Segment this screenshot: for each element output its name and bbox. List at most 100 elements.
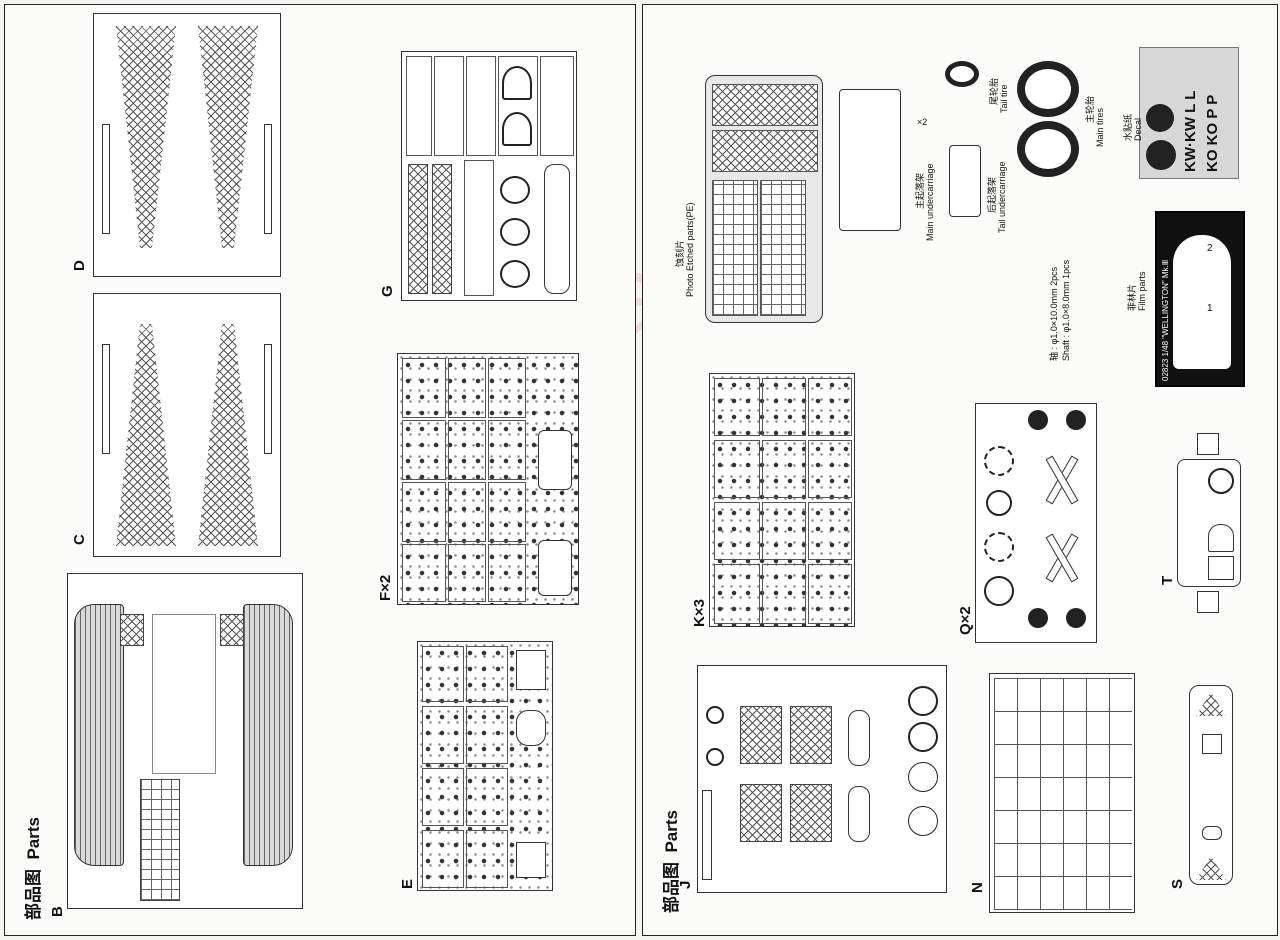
lens-part (908, 722, 938, 752)
wing-panel-left (116, 26, 176, 248)
sprue-cell (448, 482, 486, 542)
t-end-part (1197, 433, 1219, 455)
wing-panel-right (198, 324, 258, 546)
window-panel (740, 706, 782, 764)
long-part (432, 164, 452, 294)
fuselage-window-panel (120, 614, 144, 646)
sprue-cell (488, 358, 526, 418)
shaft-label-cn: 轴 (1049, 351, 1059, 361)
sprue-label-q: Q×2 (957, 606, 974, 635)
pe-part (760, 180, 806, 316)
fuselage-window-panel (220, 614, 244, 646)
wing-panel-right (198, 26, 258, 248)
sprue-e (417, 641, 553, 891)
sprue-cell (466, 830, 508, 888)
fairing-part (538, 430, 572, 490)
wing-strip-part (102, 124, 110, 234)
sprue-label-t: T (1159, 575, 1176, 585)
sprue-f (397, 353, 579, 605)
decal-sheet: KW·KW L L KO KO P P (1139, 47, 1239, 179)
sprue-d (93, 13, 281, 277)
sprue-cell (714, 564, 760, 624)
sprue-label-b: B (49, 906, 66, 917)
sprue-k (709, 373, 855, 627)
sprue-c (93, 293, 281, 557)
lens-part (908, 686, 938, 716)
pe-label-cn: 蚀刻片 (675, 239, 685, 267)
engine-front-icon (1066, 410, 1086, 430)
main-tire-part (1017, 61, 1079, 117)
sprue-cell (488, 544, 526, 602)
film-sheet: 02823 1/48 "WELLINGTON" Mk.Ⅲ 1 2 (1155, 211, 1245, 387)
shaft-line1: 轴 : φ1.0×10.0mm 2pcs (1047, 267, 1060, 361)
engine-front-icon (1066, 608, 1086, 628)
seat-part (516, 710, 546, 746)
sprue-cell (448, 358, 486, 418)
pe-part (712, 180, 758, 316)
sprue-cell (488, 420, 526, 480)
lens-part (908, 806, 938, 836)
sprue-cell (422, 830, 464, 888)
sprue-cell (762, 440, 806, 498)
photo-etched-fret (705, 75, 823, 323)
film-part (1173, 235, 1231, 369)
left-page: 部品图 Parts B C D (4, 4, 636, 936)
small-part (1202, 826, 1222, 840)
sprue-cell (498, 56, 538, 156)
canopy-part (544, 164, 570, 294)
sprue-n (989, 673, 1135, 913)
sprue-cell (466, 706, 508, 764)
wheel-hub-part (706, 748, 724, 766)
sprue-label-e: E (399, 878, 416, 889)
sprue-cell (402, 544, 446, 602)
turret-part (500, 260, 530, 288)
main-tires-en: Main tires (1095, 107, 1105, 147)
sprue-cell (762, 564, 806, 624)
film-strip-text: 02823 1/48 "WELLINGTON" Mk.Ⅲ (1161, 259, 1170, 381)
mount-part (1208, 556, 1234, 580)
engine-front-icon (1028, 410, 1048, 430)
window-panel (790, 784, 832, 842)
shaft-label-en: Shaft (1061, 339, 1071, 361)
sprue-label-k: K×3 (691, 599, 708, 627)
fairing-part (538, 540, 572, 596)
engine-front-icon (1028, 608, 1048, 628)
mount-part (1208, 524, 1234, 552)
roundel-icon (1146, 140, 1176, 170)
sprue-cell (466, 56, 496, 156)
film-num-1: 1 (1207, 303, 1213, 314)
window-panel (740, 784, 782, 842)
sprue-cell (714, 378, 760, 436)
fin-part (848, 710, 870, 766)
wing-strip-part (264, 344, 272, 454)
turret-part (500, 176, 530, 204)
sprue-frame (152, 614, 216, 774)
wing-strip-part (264, 124, 272, 234)
small-part (1202, 734, 1222, 754)
right-page: 部品图 Parts 蚀刻片 Photo Etched parts(PE) 主起落… (642, 4, 1278, 936)
left-heading-cn: 部品图 (24, 869, 43, 920)
sprue-cell (808, 502, 852, 560)
cowling-part (984, 532, 1014, 562)
sprue-label-j: J (677, 880, 694, 889)
sprue-cell (466, 768, 508, 826)
sprue-label-g: G (379, 285, 396, 297)
ladder-part (702, 790, 712, 880)
fuselage-half-right (243, 604, 293, 866)
sprue-cell (762, 378, 806, 436)
shaft-spec-2: : φ1.0×8.0mm 1pcs (1061, 259, 1071, 338)
wing-strip-part (102, 344, 110, 454)
shaft-line2: Shaft : φ1.0×8.0mm 1pcs (1061, 260, 1071, 361)
sprue-q (975, 403, 1097, 643)
sprue-cell (448, 420, 486, 480)
sprue-cell (434, 56, 464, 156)
main-undercarriage-count: ×2 (917, 117, 928, 127)
main-tire-part (1017, 121, 1079, 177)
right-heading: 部品图 Parts (657, 810, 682, 913)
wing-panel-left (116, 324, 176, 546)
left-heading: 部品图 Parts (19, 817, 44, 920)
tail-tire-part (945, 61, 979, 87)
decal-en: Decal (1133, 117, 1143, 141)
seat-grid (994, 678, 1132, 910)
film-en: Film parts (1137, 271, 1147, 311)
